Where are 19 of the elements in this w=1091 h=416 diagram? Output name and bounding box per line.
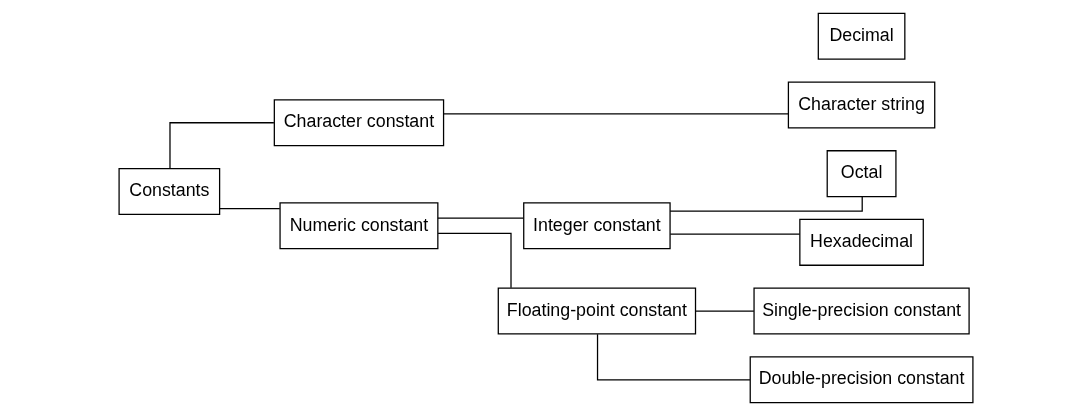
node-box: Decimal	[817, 12, 905, 60]
node-box: Single-precision constant	[752, 287, 970, 335]
node-box: Hexadecimal	[798, 218, 924, 266]
node-box: Floating-point constant	[497, 287, 696, 335]
connector	[436, 232, 512, 289]
node-box: Character constant	[273, 99, 444, 147]
connector	[442, 113, 789, 115]
node-box: Constants	[117, 167, 220, 215]
connector	[218, 208, 280, 210]
node-box: Octal	[826, 150, 897, 198]
node-box: Integer constant	[522, 202, 671, 250]
node-box: Double-precision constant	[749, 356, 974, 404]
connector	[596, 333, 751, 381]
node-box: Numeric constant	[278, 202, 438, 250]
connector	[436, 217, 524, 219]
connector	[168, 122, 274, 169]
connector	[694, 310, 754, 312]
node-box: Character string	[787, 81, 935, 129]
connector	[669, 233, 800, 235]
